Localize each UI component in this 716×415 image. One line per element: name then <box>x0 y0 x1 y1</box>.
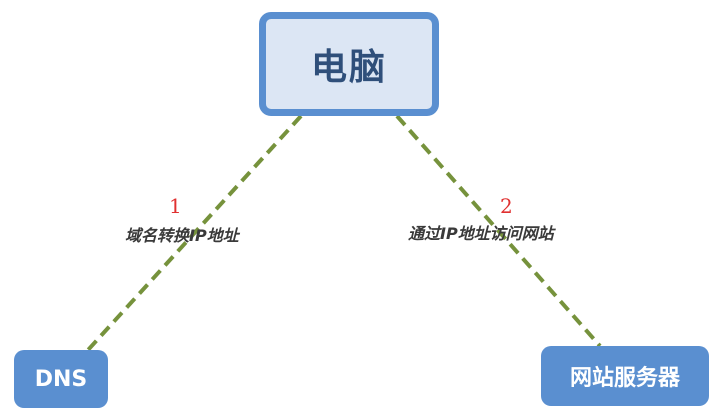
edge-computer-dns <box>86 114 303 352</box>
computer-label: 电脑 <box>310 47 387 88</box>
dns-label: DNS <box>34 366 88 392</box>
web-server-label: 网站服务器 <box>569 366 680 391</box>
edge-1-number: 1 <box>169 194 182 218</box>
edge-2-label: 通过IP地址访问网站 <box>408 224 554 243</box>
dns-node: DNS <box>14 350 108 408</box>
web-server-node: 网站服务器 <box>541 346 709 406</box>
edge-2-number: 2 <box>500 194 513 218</box>
computer-node: 电脑 <box>259 12 439 116</box>
edge-1-label: 域名转换IP地址 <box>125 226 239 245</box>
edge-computer-server <box>395 114 602 348</box>
